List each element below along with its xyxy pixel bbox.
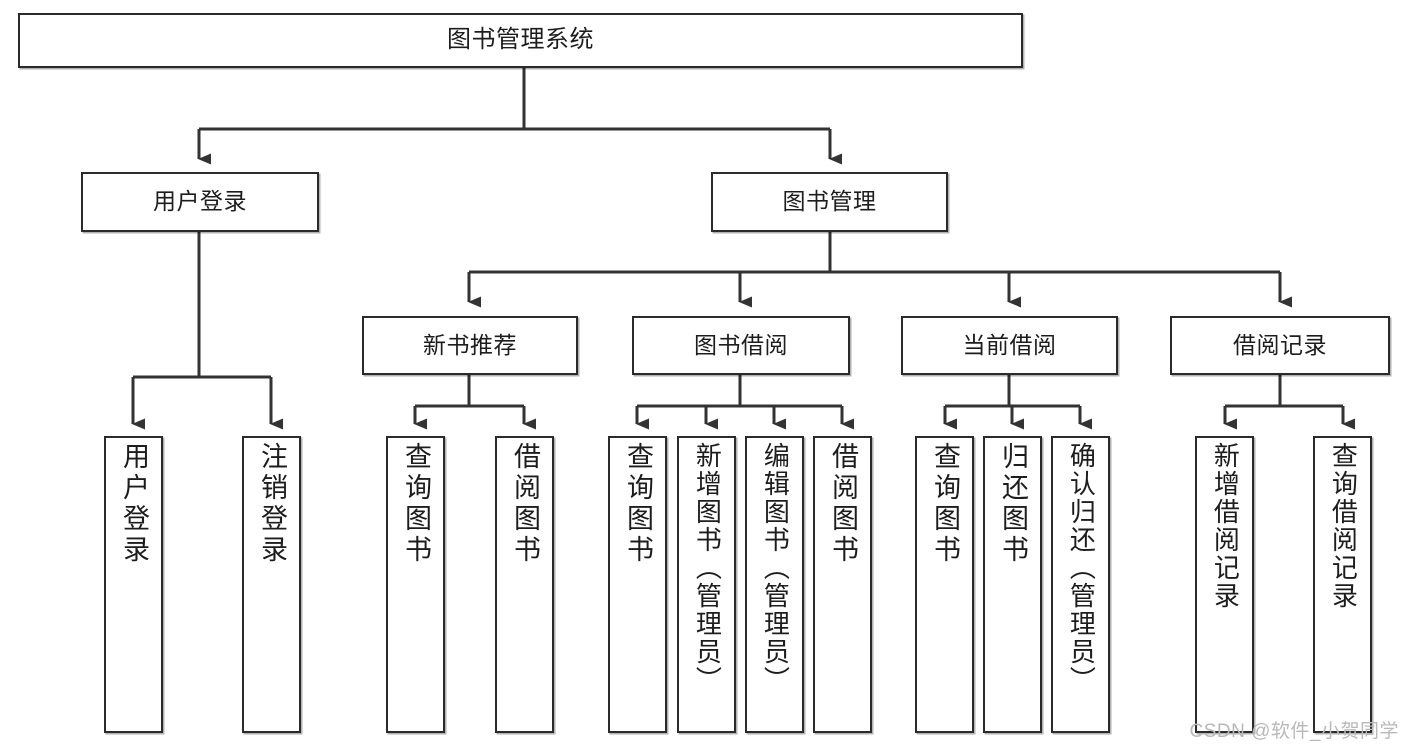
node-root[interactable]: 图书管理系统 xyxy=(18,13,1023,68)
node-new-book-rec[interactable]: 新书推荐 xyxy=(362,316,578,375)
node-leaf-borrow-book-2-label: 借阅图书 xyxy=(827,442,858,566)
node-leaf-user-login-label: 用户登录 xyxy=(118,442,149,566)
node-user-login-label: 用户登录 xyxy=(153,188,247,215)
node-leaf-return-book-label: 归还图书 xyxy=(997,442,1028,566)
node-leaf-borrow-book-2[interactable]: 借阅图书 xyxy=(813,436,872,733)
watermark: CSDN @软件_小贺同学 xyxy=(1189,721,1399,742)
node-leaf-edit-book-label: 编辑图书（管理员） xyxy=(760,442,791,694)
node-leaf-return-book[interactable]: 归还图书 xyxy=(983,436,1042,733)
node-leaf-logout-label: 注销登录 xyxy=(256,442,287,566)
node-leaf-add-book-label: 新增图书（管理员） xyxy=(692,442,723,694)
node-leaf-user-login[interactable]: 用户登录 xyxy=(104,436,163,733)
node-leaf-borrow-book-1[interactable]: 借阅图书 xyxy=(495,436,554,733)
node-current-borrow[interactable]: 当前借阅 xyxy=(901,316,1118,375)
node-leaf-logout[interactable]: 注销登录 xyxy=(242,436,301,733)
node-book-manage[interactable]: 图书管理 xyxy=(711,172,948,232)
node-leaf-borrow-book-1-label: 借阅图书 xyxy=(509,442,540,566)
node-current-borrow-label: 当前借阅 xyxy=(962,331,1057,358)
node-leaf-add-record-label: 新增借阅记录 xyxy=(1210,442,1241,610)
node-leaf-query-record-label: 查询借阅记录 xyxy=(1328,442,1359,610)
node-leaf-add-record[interactable]: 新增借阅记录 xyxy=(1195,436,1254,733)
node-borrow-record-label: 借阅记录 xyxy=(1233,331,1327,358)
node-root-label: 图书管理系统 xyxy=(447,26,594,54)
node-new-book-rec-label: 新书推荐 xyxy=(423,331,517,358)
node-leaf-edit-book[interactable]: 编辑图书（管理员） xyxy=(745,436,804,733)
node-leaf-query-book-2[interactable]: 查询图书 xyxy=(608,436,667,733)
node-user-login[interactable]: 用户登录 xyxy=(81,172,319,232)
node-leaf-query-book-1-label: 查询图书 xyxy=(400,442,431,566)
node-leaf-query-record[interactable]: 查询借阅记录 xyxy=(1313,436,1372,733)
node-borrow-record[interactable]: 借阅记录 xyxy=(1170,316,1390,375)
node-leaf-add-book[interactable]: 新增图书（管理员） xyxy=(677,436,736,733)
node-leaf-query-book-1[interactable]: 查询图书 xyxy=(386,436,445,733)
node-book-borrow[interactable]: 图书借阅 xyxy=(632,316,850,375)
node-leaf-confirm-return[interactable]: 确认归还（管理员） xyxy=(1051,436,1110,733)
node-book-borrow-label: 图书借阅 xyxy=(694,331,788,358)
node-leaf-query-book-3[interactable]: 查询图书 xyxy=(915,436,974,733)
node-book-manage-label: 图书管理 xyxy=(782,188,877,215)
node-leaf-query-book-2-label: 查询图书 xyxy=(622,442,653,566)
node-leaf-query-book-3-label: 查询图书 xyxy=(929,442,960,566)
node-leaf-confirm-return-label: 确认归还（管理员） xyxy=(1066,442,1097,694)
